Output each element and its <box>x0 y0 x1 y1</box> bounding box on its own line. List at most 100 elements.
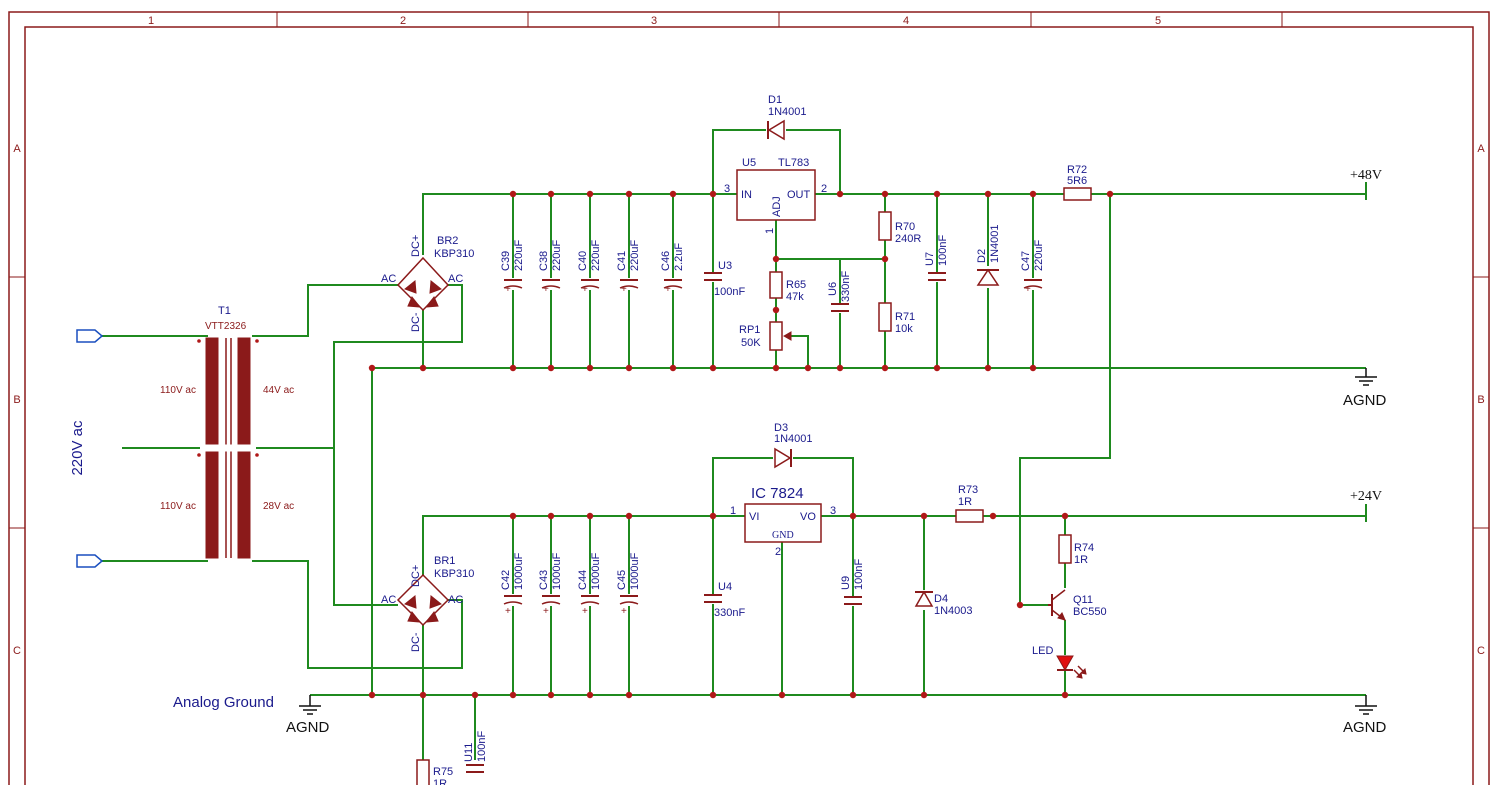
bridge-br2: DC+ DC- AC AC BR2 KBP310 <box>381 235 474 332</box>
u5-pin-num-in: 3 <box>724 183 730 195</box>
c40-label: C40 <box>577 251 589 271</box>
svg-text:+: + <box>582 284 588 295</box>
agnd-label-right-top: AGND <box>1343 392 1387 409</box>
br1-pin-dcp: DC+ <box>410 565 422 587</box>
wires <box>102 129 1367 760</box>
r72-ref: R72 <box>1067 164 1087 176</box>
t1-ref: T1 <box>218 305 231 317</box>
c46-label: C46 <box>660 251 672 271</box>
frame-row-c-left: C <box>13 645 21 657</box>
d2-ref: D2 <box>976 249 988 263</box>
frame-col-5: 5 <box>1155 15 1161 27</box>
ground-symbol-agnd-right-top: AGND <box>1343 368 1387 409</box>
agnd-label-left: AGND <box>286 719 330 736</box>
svg-text:+: + <box>582 606 588 617</box>
u9-ref: U9 <box>840 576 852 590</box>
u5-ref: U5 <box>742 157 756 169</box>
capacitor-c39: + C39 220uF <box>500 240 525 295</box>
net-label-24v: +24V <box>1350 489 1382 504</box>
svg-text:+: + <box>505 284 511 295</box>
u5-pin-num-out: 2 <box>821 183 827 195</box>
capacitor-c40: + C40 220uF <box>577 240 602 295</box>
c40-value: 220uF <box>590 240 602 271</box>
r65-ref: R65 <box>786 279 806 291</box>
d3-value: 1N4001 <box>774 433 813 445</box>
frame-row-a-right: A <box>1477 143 1485 155</box>
r71-ref: R71 <box>895 311 915 323</box>
u3-ref: U3 <box>718 260 732 272</box>
ic7824-pin-num-vo: 3 <box>830 505 836 517</box>
capacitor-c41: + C41 220uF <box>616 240 641 295</box>
c38-label: C38 <box>538 251 550 271</box>
svg-text:+: + <box>621 284 627 295</box>
u5-part: TL783 <box>778 157 809 169</box>
capacitor-u3: U3 100nF <box>703 260 745 298</box>
r75-ref: R75 <box>433 766 453 778</box>
r73-value: 1R <box>958 496 972 508</box>
c47-value: 220uF <box>1033 240 1045 271</box>
d4-ref: D4 <box>934 593 948 605</box>
frame-col-1: 1 <box>148 15 154 27</box>
br1-pin-ac-left: AC <box>381 594 396 606</box>
capacitor-u6: U6 330nF <box>827 271 852 313</box>
c45-value: 1000uF <box>629 552 641 590</box>
br1-pin-ac-right: AC <box>448 594 463 606</box>
u7-ref: U7 <box>924 252 936 266</box>
resistor-r65: R65 47k <box>769 271 806 303</box>
t1-part: VTT2326 <box>205 321 247 332</box>
u3-value: 100nF <box>714 286 745 298</box>
r70-ref: R70 <box>895 221 915 233</box>
svg-text:+: + <box>505 606 511 617</box>
diode-d3: D3 1N4001 <box>773 422 813 469</box>
capacitor-u11: U11 100nF <box>463 731 488 774</box>
u11-value: 100nF <box>476 731 488 762</box>
mains-voltage-label: 220V ac <box>69 420 86 476</box>
svg-text:+: + <box>543 606 549 617</box>
q11-ref: Q11 <box>1073 594 1093 606</box>
d1-value: 1N4001 <box>768 106 807 118</box>
analog-ground-label: Analog Ground <box>173 694 274 711</box>
frame-row-b-left: B <box>13 394 20 406</box>
input-port-top <box>76 329 104 343</box>
d1-ref: D1 <box>768 94 782 106</box>
resistor-r75: R75 1R <box>416 759 453 785</box>
capacitor-c46: + C46 2.2uF <box>660 243 685 295</box>
frame-row-c-right: C <box>1477 645 1485 657</box>
svg-text:+: + <box>543 284 549 295</box>
r74-ref: R74 <box>1074 542 1094 554</box>
ground-symbol-agnd-left: AGND <box>286 695 330 736</box>
capacitor-u9: U9 100nF <box>840 559 865 606</box>
resistor-r74: R74 1R <box>1058 534 1094 566</box>
potentiometer-rp1: RP1 50K <box>739 321 792 351</box>
ic7824-ref: IC 7824 <box>751 485 804 502</box>
c44-label: C44 <box>577 570 589 590</box>
rp1-ref: RP1 <box>739 324 760 336</box>
capacitor-u4: U4 330nF <box>703 581 745 619</box>
t1-secondary-bottom-label: 28V ac <box>263 501 294 512</box>
r72-value: 5R6 <box>1067 175 1087 187</box>
diode-d2: D2 1N4001 <box>976 224 1001 288</box>
t1-primary-bottom-label: 110V ac <box>160 501 196 512</box>
c44-value: 1000uF <box>590 552 602 590</box>
br2-pin-ac-left: AC <box>381 273 396 285</box>
u11-ref: U11 <box>463 743 475 762</box>
led-indicator: LED <box>1032 645 1087 679</box>
svg-text:+: + <box>665 284 671 295</box>
transistor-q11: Q11 BC550 <box>1048 589 1107 621</box>
br2-part: KBP310 <box>434 248 474 260</box>
capacitor-c38: + C38 220uF <box>538 240 563 295</box>
u5-pin-num-adj: 1 <box>764 228 776 234</box>
resistor-r71: R71 10k <box>878 302 915 335</box>
r75-value: 1R <box>433 778 447 785</box>
capacitor-u7: U7 100nF <box>924 235 949 282</box>
c41-value: 220uF <box>629 240 641 271</box>
c43-label: C43 <box>538 570 550 590</box>
q11-value: BC550 <box>1073 606 1107 618</box>
d4-value: 1N4003 <box>934 605 973 617</box>
capacitor-c47: + C47 220uF <box>1020 240 1045 295</box>
c46-value: 2.2uF <box>673 243 685 271</box>
c41-label: C41 <box>616 251 628 271</box>
agnd-label-right-bottom: AGND <box>1343 719 1387 736</box>
frame-col-3: 3 <box>651 15 657 27</box>
net-label-48v: +48V <box>1350 168 1382 183</box>
